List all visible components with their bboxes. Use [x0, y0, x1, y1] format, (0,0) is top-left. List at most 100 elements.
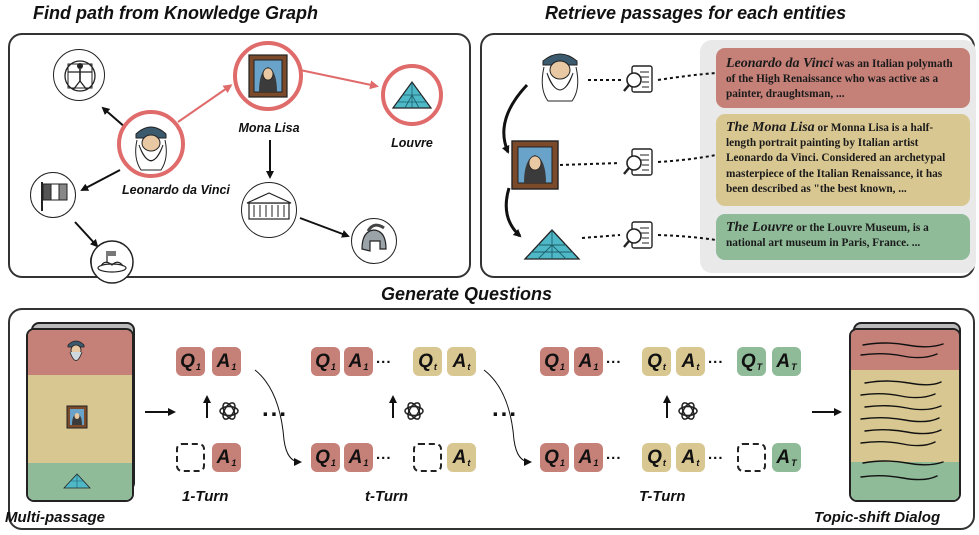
turn-1-label: 1-Turn	[182, 488, 229, 505]
tile-letter: A	[681, 447, 696, 468]
leonardo-mini-icon	[67, 340, 85, 361]
continuation-dots: ...	[492, 395, 519, 422]
tile-sub: T	[756, 362, 763, 372]
tile-sub: T	[791, 362, 797, 372]
tile-sub: t	[662, 362, 666, 372]
tile-letter: Q	[418, 351, 433, 372]
mona-lisa-label: Mona Lisa	[238, 121, 300, 135]
tile-sub: t	[433, 362, 437, 372]
answer-tile: AT	[772, 347, 801, 376]
tile-sub: 1	[231, 458, 237, 468]
answer-tile: A1	[574, 443, 603, 472]
generate-panel	[8, 308, 975, 530]
answer-tile: At	[676, 347, 705, 376]
empty-question-slot	[413, 443, 442, 472]
multi-passage-label: Multi-passage	[5, 509, 106, 526]
helmet-node	[351, 218, 397, 264]
tile-letter: Q	[544, 351, 559, 372]
question-tile: Q1	[540, 443, 569, 472]
question-tile: Qt	[642, 347, 671, 376]
passage-lead: Leonardo da Vinci	[726, 56, 834, 71]
ellipsis: ...	[708, 350, 724, 367]
tile-letter: A	[776, 447, 791, 468]
tile-letter: A	[578, 447, 593, 468]
question-tile: Q1	[311, 347, 340, 376]
chatgpt-icon	[678, 402, 698, 420]
tile-sub: t	[662, 458, 666, 468]
mona-lisa-node	[233, 41, 303, 111]
kg-panel-title: Find path from Knowledge Graph	[33, 3, 318, 23]
chatgpt-icon	[404, 402, 424, 420]
leonardo-entity-icon	[541, 53, 579, 102]
turn-t-label: t-Turn	[365, 488, 409, 505]
answer-tile: At	[447, 347, 476, 376]
roman-helmet-icon	[361, 223, 387, 252]
ellipsis: ...	[606, 446, 622, 463]
document-search-icon	[623, 65, 653, 93]
leonardo-node	[117, 110, 185, 178]
tile-letter: Q	[647, 447, 662, 468]
chatgpt-icon	[219, 402, 239, 420]
tile-sub: 1	[559, 458, 565, 468]
ellipsis: ...	[708, 446, 724, 463]
tile-letter: Q	[180, 351, 195, 372]
tile-sub: 1	[330, 362, 336, 372]
answer-tile: A1	[212, 347, 241, 376]
louvre-pyramid-icon	[391, 80, 433, 109]
tile-letter: Q	[315, 351, 330, 372]
tile-sub: t	[696, 362, 700, 372]
tile-sub: t	[696, 458, 700, 468]
continuation-dots: ...	[262, 395, 289, 422]
tile-sub: 1	[330, 458, 336, 468]
mona-lisa-mini-icon	[66, 405, 88, 429]
tile-letter: A	[348, 447, 363, 468]
mona-lisa-entity-icon	[511, 140, 559, 190]
vitruvian-man-icon	[64, 60, 96, 92]
tile-letter: A	[348, 351, 363, 372]
tile-letter: A	[452, 351, 467, 372]
passage-louvre: The Louvre or the Louvre Museum, is a na…	[716, 214, 970, 260]
louvre-label: Louvre	[391, 136, 433, 150]
answer-tile: AT	[772, 443, 801, 472]
louvre-entity-icon	[523, 229, 581, 260]
tile-sub: 1	[195, 362, 201, 372]
retrieve-panel-title: Retrieve passages for each entities	[545, 3, 847, 23]
passage-leonardo: Leonardo da Vinci was an Italian polymat…	[716, 48, 970, 108]
answer-tile: A1	[212, 443, 241, 472]
question-tile: Q1	[311, 443, 340, 472]
tile-sub: t	[467, 362, 471, 372]
dialog-text-lines	[860, 342, 944, 481]
question-tile: Qt	[642, 443, 671, 472]
flag-icon	[41, 182, 68, 211]
question-tile: Q1	[540, 347, 569, 376]
tile-letter: A	[776, 351, 791, 372]
tile-letter: A	[578, 351, 593, 372]
tile-letter: A	[452, 447, 467, 468]
empty-question-slot	[737, 443, 766, 472]
topic-shift-dialog-doc	[849, 328, 961, 502]
palace-icon	[246, 192, 292, 220]
tile-letter: Q	[544, 447, 559, 468]
empty-question-slot	[176, 443, 205, 472]
tile-letter: Q	[740, 351, 756, 372]
tile-letter: A	[216, 447, 231, 468]
passage-text: or the Louvre Museum, is a national art …	[726, 222, 929, 250]
passage-text: or Monna Lisa is a half-length portrait …	[726, 122, 946, 195]
passage-lead: The Mona Lisa	[726, 120, 815, 135]
ellipsis: ...	[606, 350, 622, 367]
tile-sub: t	[467, 458, 471, 468]
answer-tile: A1	[574, 347, 603, 376]
answer-tile: A1	[344, 347, 373, 376]
italy-flag-node	[30, 172, 76, 218]
answer-tile: A1	[344, 443, 373, 472]
tile-sub: 1	[593, 362, 599, 372]
passage-lead: The Louvre	[726, 220, 794, 235]
tile-sub: 1	[559, 362, 565, 372]
document-search-icon	[623, 221, 653, 249]
passage-mona-lisa: The Mona Lisa or Monna Lisa is a half-le…	[716, 114, 970, 206]
mona-lisa-icon	[248, 54, 288, 98]
generate-panel-title: Generate Questions	[381, 284, 553, 304]
